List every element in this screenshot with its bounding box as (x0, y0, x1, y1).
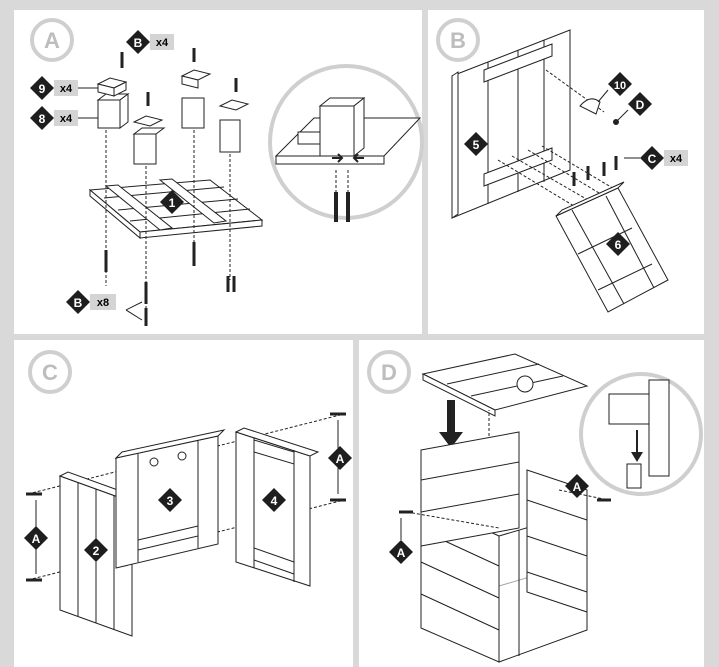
callout-code: 4 (271, 494, 278, 508)
callout-code: C (648, 152, 657, 166)
callout-d: D (617, 92, 652, 121)
callout-4: 4 (262, 488, 286, 512)
callout-qty: x8 (97, 297, 109, 309)
screws-top (120, 48, 238, 106)
leg-blocks-part-8 (96, 93, 241, 165)
callout-qty: x4 (670, 153, 683, 165)
callout-2: 2 (84, 538, 108, 562)
hinge-part-10 (579, 98, 619, 125)
step-a-illustration: A (30, 18, 424, 326)
callout-b-x8-bottom: B x8 (66, 290, 116, 314)
callout-9-x4: 9 x4 (30, 76, 98, 100)
lid-top-d (421, 353, 589, 417)
step-c-panel: C A (14, 340, 353, 667)
callout-8-x4: 8 x4 (30, 106, 98, 130)
screws-a-d (399, 498, 611, 514)
callout-code: 10 (614, 80, 626, 92)
step-d-badge: D (367, 350, 411, 394)
callout-code: 9 (39, 82, 46, 96)
step-c-badge: C (28, 350, 72, 394)
detail-zoom-circle-d (579, 372, 703, 496)
callout-b-x4-top: B x4 (126, 30, 174, 54)
step-c-letter: C (42, 360, 58, 385)
callout-code: D (636, 98, 645, 112)
callout-code: B (74, 296, 83, 310)
callout-5: 5 (464, 132, 488, 156)
callout-code: A (397, 546, 406, 560)
callout-a-right: A (328, 446, 352, 470)
detail-zoom-circle-a (268, 64, 424, 222)
callout-code: 8 (39, 112, 46, 126)
step-b-letter: B (450, 28, 466, 53)
callout-c-x4: C x4 (624, 146, 688, 170)
step-d-letter: D (381, 360, 397, 385)
callout-code: 6 (615, 238, 622, 252)
step-a-panel: A (14, 10, 424, 334)
callout-qty: x4 (156, 37, 169, 49)
step-b-illustration: B 10 (436, 18, 688, 313)
assembly-guides-d (406, 410, 610, 529)
assembly-guides-b (497, 69, 617, 207)
callout-code: A (32, 532, 41, 546)
callout-a-left: A (24, 526, 48, 550)
callout-a-right-d: A (565, 474, 589, 498)
cap-blocks-part-9 (96, 69, 250, 127)
step-b-panel: B 10 (428, 10, 704, 334)
callout-code: 3 (167, 494, 174, 508)
box-assembly (420, 431, 588, 663)
callout-code: 5 (473, 138, 480, 152)
callout-1: 1 (160, 190, 184, 214)
down-arrow (439, 400, 463, 448)
callout-qty: x4 (60, 83, 73, 95)
screws-bottom (104, 242, 236, 326)
callout-code: 1 (169, 196, 176, 210)
step-c-illustration: C A (24, 350, 352, 637)
step-d-illustration: D (367, 350, 703, 663)
callout-a-left-d: A (389, 518, 413, 564)
step-a-letter: A (44, 28, 60, 53)
back-panel-part-5 (451, 29, 571, 219)
callout-10: 10 (597, 72, 632, 103)
callout-6: 6 (606, 232, 630, 256)
step-d-panel: D (359, 340, 704, 667)
callout-qty: x4 (60, 113, 73, 125)
callout-code: B (134, 36, 143, 50)
step-a-badge: A (30, 18, 74, 62)
callout-code: A (336, 452, 345, 466)
screws-c (572, 156, 618, 186)
callout-code: 2 (93, 544, 100, 558)
callout-3: 3 (158, 488, 182, 512)
callout-code: A (573, 480, 582, 494)
step-b-badge: B (436, 18, 480, 62)
